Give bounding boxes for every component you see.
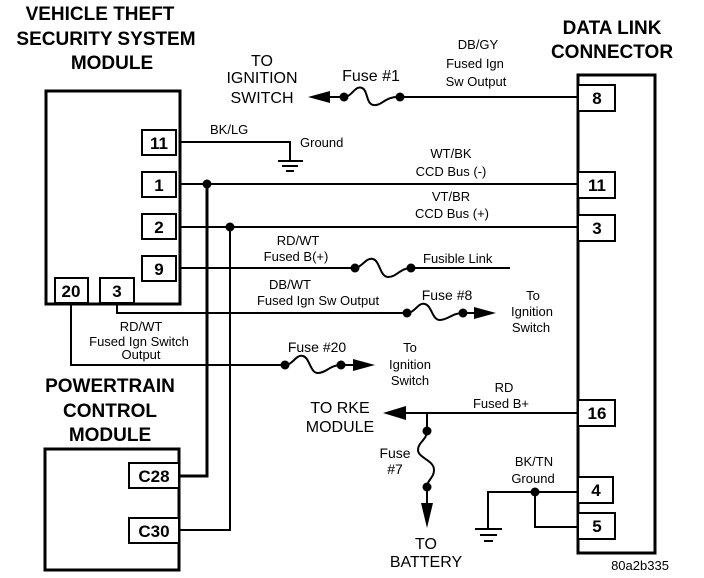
- vtss-pin-1: 1: [141, 171, 177, 198]
- bktn-desc: Ground: [511, 471, 554, 486]
- arrow-right-icon: [474, 307, 496, 319]
- arrow-left-icon: [308, 91, 330, 103]
- rke-dest-line-1: TO RKE: [310, 400, 369, 417]
- vtss-title-line-1: VEHICLE THEFT: [26, 4, 175, 25]
- dlc-pin-3: 3: [577, 214, 616, 242]
- vtbr-color-code: VT/BR: [432, 189, 470, 204]
- pcm-title-line-1: POWERTRAIN: [45, 376, 175, 397]
- vtss-pin-11: 11: [141, 129, 177, 156]
- wire-bklg-ground: BK/LG Ground: [180, 122, 343, 172]
- rd-color-code: RD: [495, 380, 514, 395]
- rdwt-ign-dest-line-1: To: [403, 340, 417, 355]
- pcm-title: POWERTRAIN CONTROL MODULE: [45, 376, 175, 446]
- dbwt-dest-line-3: Switch: [512, 320, 550, 335]
- dlc-title-line-2: CONNECTOR: [551, 42, 673, 63]
- rdwt-ign-dest-line-3: Switch: [391, 373, 429, 388]
- arrow-down-icon: [421, 503, 433, 528]
- bklg-desc: Ground: [300, 135, 343, 150]
- dbwt-dest-line-2: Ignition: [511, 304, 553, 319]
- dlc-pin-16: 16: [577, 399, 616, 427]
- rd-desc: Fused B+: [473, 396, 529, 411]
- dbgy-color-code: DB/GY: [458, 37, 499, 52]
- dbgy-desc-line-1: Fused Ign: [446, 56, 504, 71]
- vtbr-desc: CCD Bus (+): [415, 206, 489, 221]
- rdwt-b-desc: Fused B(+): [264, 249, 329, 264]
- svg-text:11: 11: [588, 176, 606, 195]
- svg-text:1: 1: [154, 176, 163, 195]
- pcm-pin-c28: C28: [128, 462, 180, 489]
- arrow-right-icon: [353, 359, 375, 371]
- battery-dest-line-2: BATTERY: [390, 554, 463, 571]
- dbgy-desc-line-2: Sw Output: [446, 74, 507, 89]
- dbwt-color-code: DB/WT: [269, 277, 311, 292]
- fuse-20-label: Fuse #20: [288, 339, 347, 355]
- wire-wtbk-ccd-minus: WT/BK CCD Bus (-): [180, 146, 578, 189]
- dlc-pin-4: 4: [577, 476, 614, 504]
- rdwt-ign-desc-line-1: Fused Ign Switch: [89, 334, 189, 349]
- ign-switch-dest-line-3: SWITCH: [230, 90, 293, 107]
- svg-text:C30: C30: [138, 522, 169, 541]
- figure-id: 80a2b335: [611, 558, 669, 573]
- svg-text:4: 4: [591, 481, 601, 500]
- fuse-7-label-line-1: Fuse: [379, 445, 410, 461]
- rdwt-ign-color-code: RD/WT: [120, 319, 163, 334]
- battery-dest-line-1: TO: [415, 536, 437, 553]
- vtss-title-line-2: SECURITY SYSTEM: [16, 29, 195, 50]
- wire-dbwt-fused-ign: DB/WT Fused Ign Sw Output Fuse #8 To Ign…: [116, 277, 553, 335]
- fuse-7-label-line-2: #7: [387, 461, 403, 477]
- wire-vtbr-ccd-plus: VT/BR CCD Bus (+): [180, 189, 578, 232]
- wtbk-color-code: WT/BK: [430, 146, 471, 161]
- rdwt-ign-dest-line-2: Ignition: [389, 357, 431, 372]
- bktn-color-code: BK/TN: [515, 454, 553, 469]
- dlc-title: DATA LINK CONNECTOR: [551, 18, 673, 63]
- svg-text:3: 3: [592, 219, 601, 238]
- dlc-pin-5: 5: [577, 512, 616, 540]
- dlc-title-line-1: DATA LINK: [563, 18, 662, 39]
- rdwt-b-color-code: RD/WT: [277, 233, 320, 248]
- dlc-pin-8: 8: [577, 84, 616, 112]
- vtss-pin-9: 9: [141, 255, 177, 282]
- rke-dest-line-2: MODULE: [306, 419, 374, 436]
- fuse-1-label: Fuse #1: [342, 68, 400, 85]
- svg-text:C28: C28: [138, 467, 169, 486]
- svg-text:9: 9: [154, 260, 163, 279]
- vtss-title-line-3: MODULE: [71, 53, 153, 74]
- svg-text:3: 3: [112, 282, 121, 301]
- fusible-link-label: Fusible Link: [423, 251, 493, 266]
- wire-dbgy-fused-ign: DB/GY Fused Ign Sw Output Fuse #1 TO IGN…: [226, 37, 578, 107]
- dlc-box: [576, 73, 657, 555]
- vtss-title: VEHICLE THEFT SECURITY SYSTEM MODULE: [16, 4, 195, 74]
- pcm-title-line-2: CONTROL: [63, 401, 157, 422]
- wire-rd-fused-b: RD Fused B+ TO RKE MODULE Fuse #7 TO BAT…: [306, 380, 578, 571]
- svg-text:16: 16: [588, 404, 607, 423]
- svg-text:2: 2: [154, 218, 163, 237]
- dbwt-desc: Fused Ign Sw Output: [257, 293, 380, 308]
- dlc-pin-11: 11: [577, 171, 616, 199]
- wire-bktn-ground: BK/TN Ground: [475, 454, 578, 542]
- bklg-color-code: BK/LG: [210, 122, 248, 137]
- svg-text:8: 8: [592, 89, 601, 108]
- wire-ccd-minus-to-pcm-c28: [179, 184, 209, 478]
- svg-text:11: 11: [150, 134, 168, 153]
- wire-rdwt-fused-b: RD/WT Fused B(+) Fusible Link: [180, 233, 510, 279]
- dbwt-dest-line-1: To: [526, 288, 540, 303]
- pcm-pin-c30: C30: [128, 517, 180, 544]
- vtss-pin-2: 2: [141, 213, 177, 240]
- vtss-pin-20: 20: [54, 277, 89, 304]
- svg-text:5: 5: [592, 517, 601, 536]
- fuse-8-label: Fuse #8: [422, 287, 473, 303]
- ign-switch-dest-line-1: TO: [251, 53, 273, 70]
- pcm-title-line-3: MODULE: [69, 425, 151, 446]
- wtbk-desc: CCD Bus (-): [416, 164, 487, 179]
- ign-switch-dest-line-2: IGNITION: [226, 70, 297, 87]
- wire-ccd-plus-to-pcm-c30: [179, 227, 231, 531]
- arrow-left-icon: [383, 406, 406, 420]
- vtss-pin-3: 3: [99, 277, 135, 304]
- wire-rdwt-fused-ign: RD/WT Fused Ign Switch Output Fuse #20 T…: [70, 303, 431, 388]
- rdwt-ign-desc-line-2: Output: [121, 347, 160, 362]
- svg-text:20: 20: [62, 282, 81, 301]
